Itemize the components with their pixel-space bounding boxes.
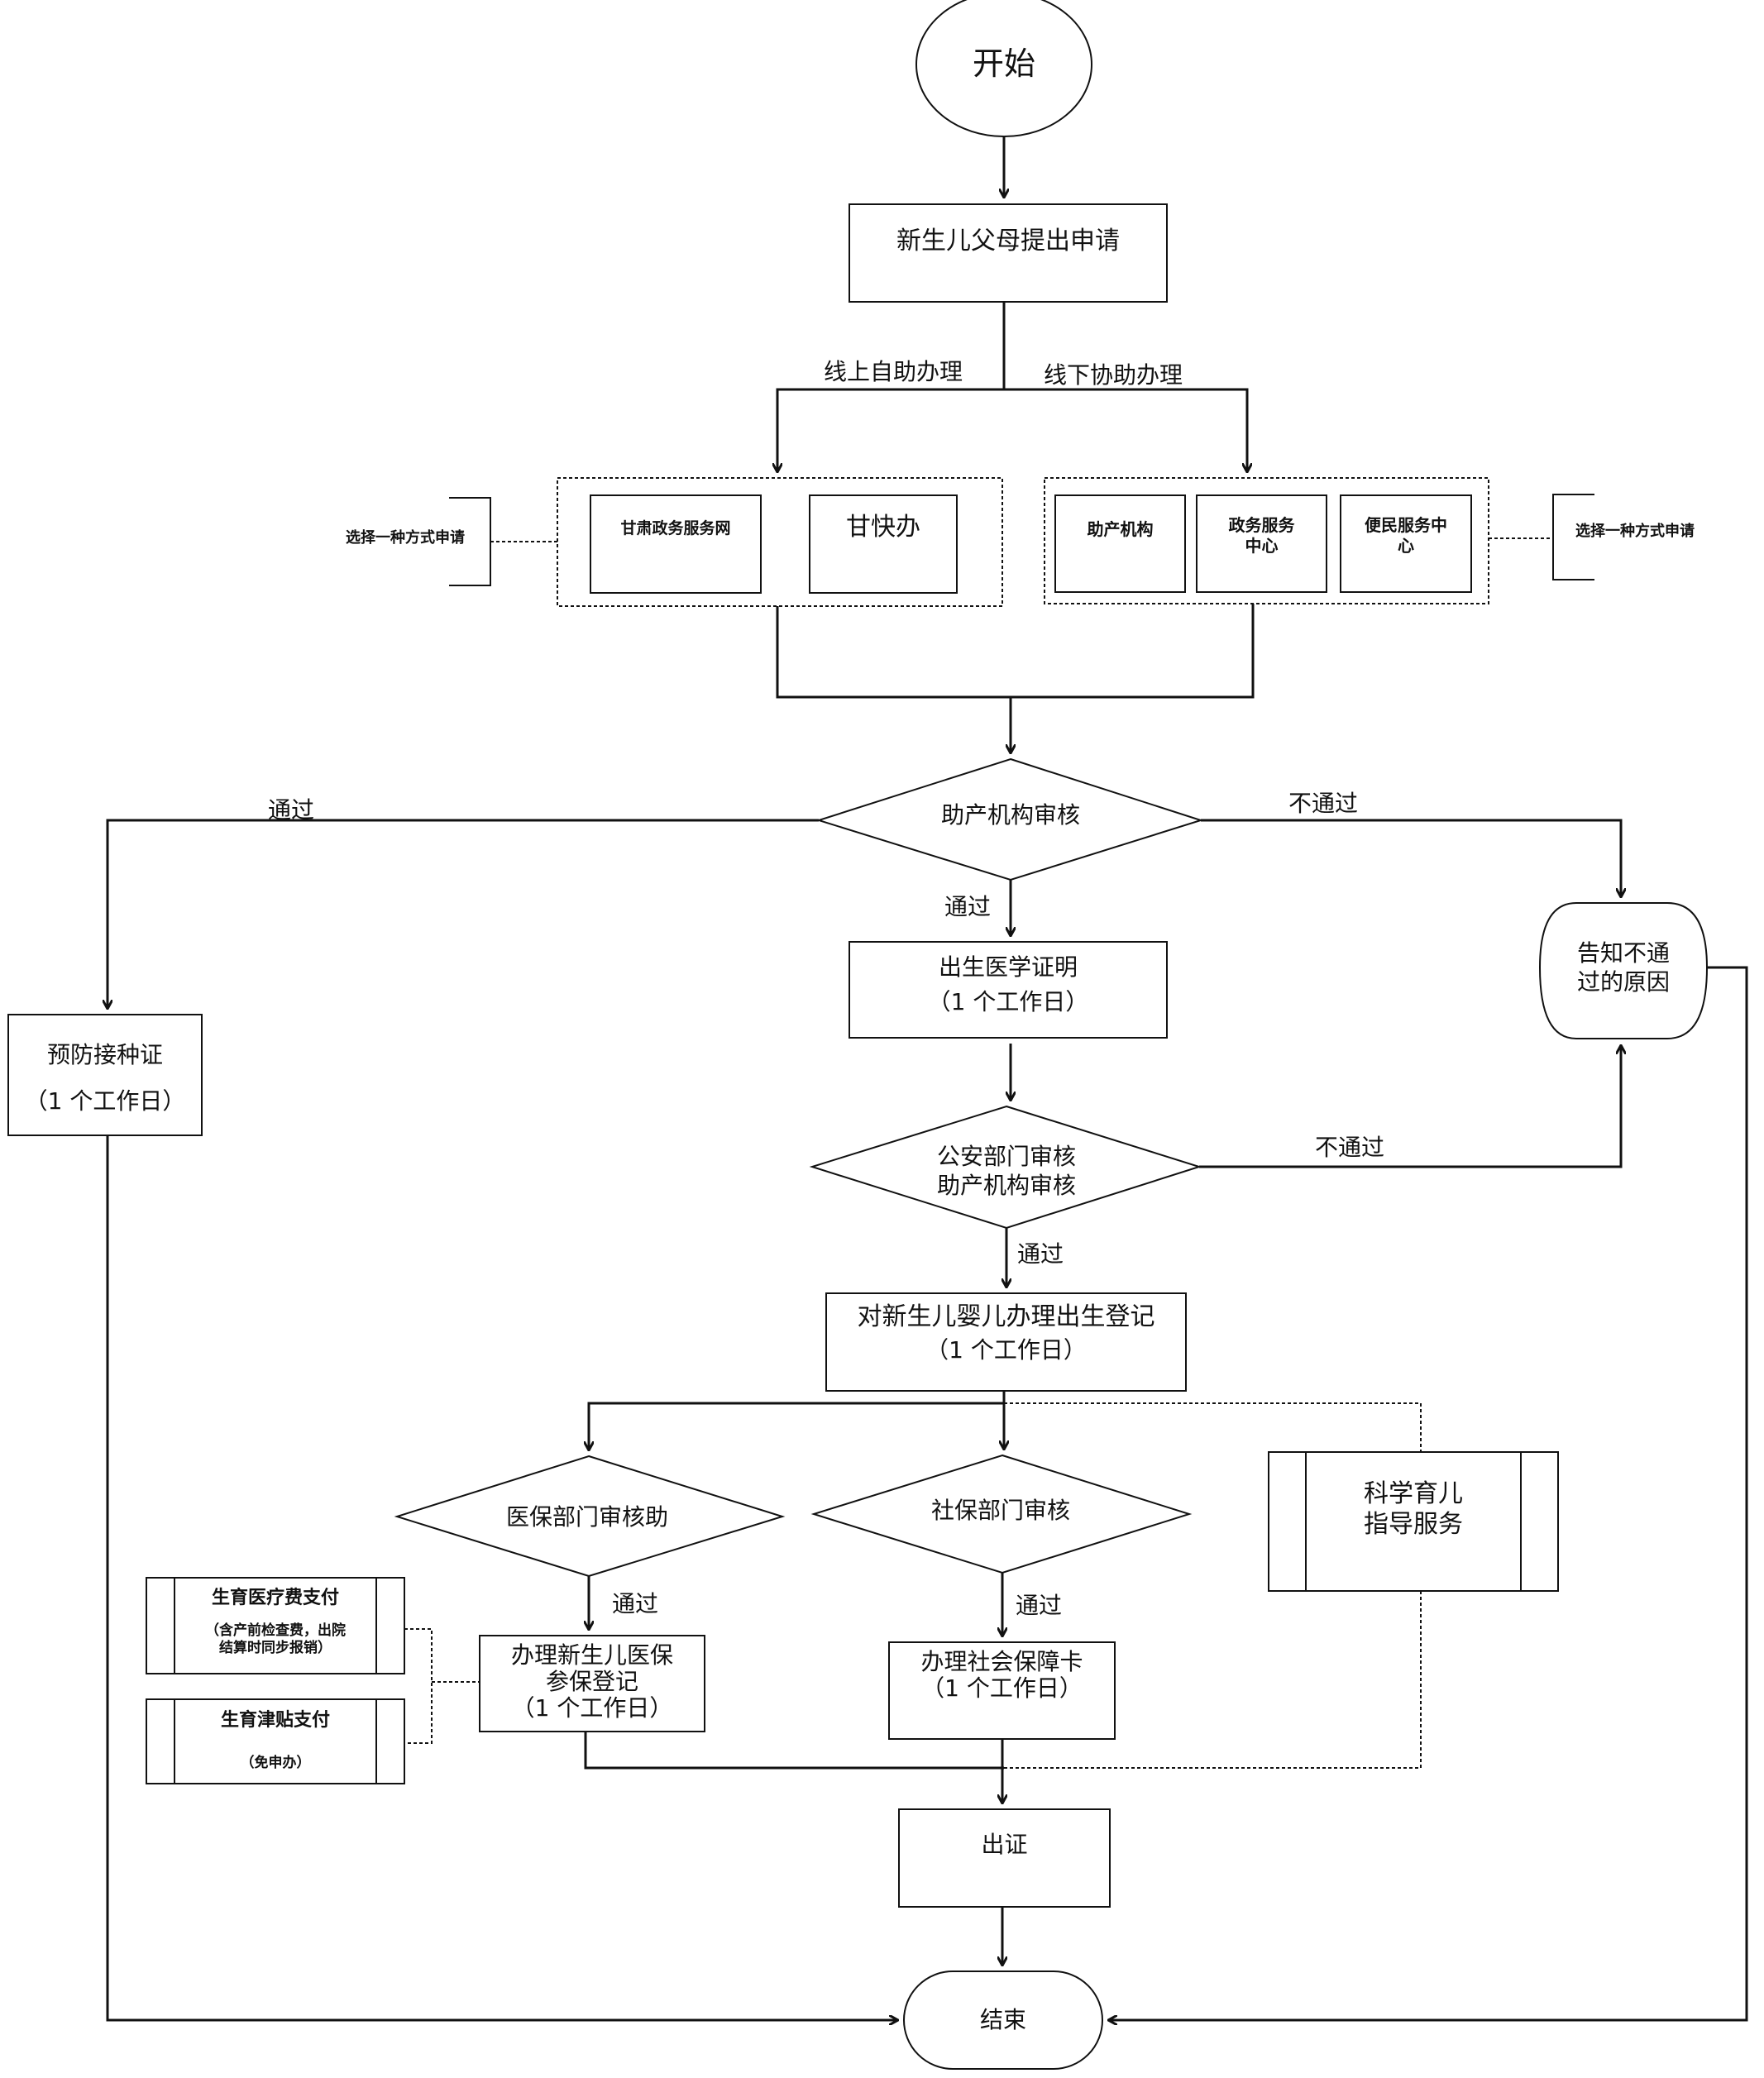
vaccine-days: （1 个工作日） <box>24 1087 186 1115</box>
allowance-box <box>146 1698 405 1784</box>
offline-midwife-label: 助产机构 <box>1087 518 1154 539</box>
edge-label-pass-medical: 通过 <box>612 1590 659 1617</box>
issue-label: 出证 <box>981 1830 1028 1858</box>
apply-label: 新生儿父母提出申请 <box>896 227 1120 256</box>
offline-conv-label: 便民服务中 心 <box>1365 515 1447 556</box>
parenting-box <box>1268 1451 1559 1592</box>
birth-cert-title: 出生医学证明 <box>938 953 1078 981</box>
register-days: （1 个工作日） <box>925 1335 1087 1364</box>
offline-gov-label: 政务服务 中心 <box>1228 515 1295 556</box>
maternity-pay-box <box>146 1577 405 1674</box>
online-group <box>557 477 1003 607</box>
audit-medical-label: 医保部门审核助 <box>505 1502 668 1531</box>
maternity-pay-title: 生育医疗费支付 <box>211 1588 339 1609</box>
edge-label-fail-top: 不通过 <box>1288 790 1359 817</box>
social-card-label: 办理社会保障卡 （1 个工作日） <box>920 1647 1083 1702</box>
edge-label-choose-right: 选择一种方式申请 <box>1575 523 1695 540</box>
medical-enroll-label: 办理新生儿医保 参保登记 （1 个工作日） <box>510 1641 673 1722</box>
register-title: 对新生儿婴儿办理出生登记 <box>857 1302 1155 1332</box>
edge-label-choose-left: 选择一种方式申请 <box>346 529 465 547</box>
issue-box <box>898 1808 1111 1908</box>
edge-label-pass-mid: 通过 <box>944 893 992 920</box>
medical-enroll-box <box>479 1635 705 1732</box>
audit-police-label: 公安部门审核 助产机构审核 <box>936 1143 1076 1199</box>
audit-midwife-label: 助产机构审核 <box>940 800 1080 829</box>
vaccine-box <box>7 1014 203 1136</box>
offline-group <box>1044 477 1489 604</box>
edge-label-fail-police: 不通过 <box>1315 1134 1385 1161</box>
online-site-label: 甘肃政务服务网 <box>620 519 731 538</box>
offline-midwife-box <box>1054 494 1186 593</box>
parenting-label: 科学育儿 指导服务 <box>1364 1478 1463 1540</box>
offline-gov-box <box>1196 494 1327 593</box>
offline-conv-box <box>1340 494 1472 593</box>
edge-label-pass-left: 通过 <box>268 796 315 824</box>
end-node <box>903 1971 1103 2070</box>
maternity-pay-note: （含产前检查费，出院 结算时同步报销） <box>205 1622 346 1656</box>
edge-label-online: 线上自助办理 <box>824 358 963 385</box>
online-site-box <box>590 494 762 594</box>
vaccine-title: 预防接种证 <box>46 1040 163 1068</box>
birth-cert-days: （1 个工作日） <box>927 987 1089 1015</box>
audit-social-label: 社保部门审核 <box>930 1496 1070 1524</box>
online-app-box <box>809 494 958 594</box>
edge-label-pass-social: 通过 <box>1016 1592 1063 1619</box>
allowance-note: （免申办） <box>240 1755 311 1772</box>
notify-fail-label: 告知不通 过的原因 <box>1576 939 1670 996</box>
notify-fail-node <box>1538 902 1709 1039</box>
end-label: 结束 <box>979 2005 1026 2033</box>
edge-label-offline: 线下协助办理 <box>1044 361 1183 389</box>
start-label: 开始 <box>972 45 1035 83</box>
birth-cert-box <box>849 941 1168 1039</box>
apply-box <box>849 203 1168 303</box>
register-box <box>825 1292 1187 1392</box>
allowance-title: 生育津贴支付 <box>220 1710 330 1732</box>
online-app-label: 甘快办 <box>846 512 920 542</box>
edge-label-pass-police: 通过 <box>1017 1240 1064 1268</box>
